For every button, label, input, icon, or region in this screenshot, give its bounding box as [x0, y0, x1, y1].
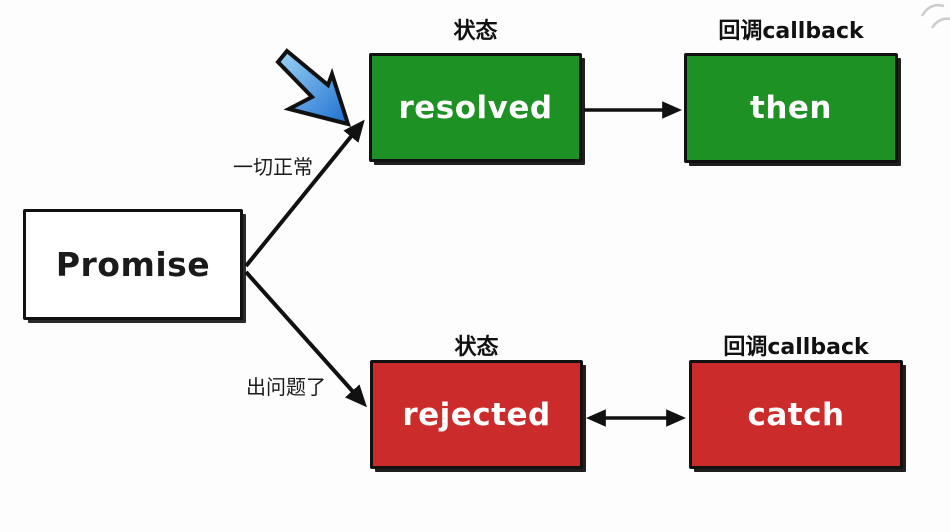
node-resolved: resolved	[369, 53, 582, 162]
node-resolved-label: resolved	[398, 89, 553, 126]
node-rejected: rejected	[370, 360, 583, 469]
header-state-bottom: 状态	[454, 335, 499, 360]
node-catch: catch	[689, 360, 903, 469]
header-callback-top: 回调callback	[718, 19, 864, 44]
node-rejected-label: rejected	[402, 396, 551, 433]
edge-label-failure: 出问题了	[246, 375, 326, 399]
arrow-promise-to-resolved	[244, 119, 365, 268]
node-promise: Promise	[23, 209, 243, 320]
node-promise-label: Promise	[55, 245, 211, 284]
node-then-label: then	[750, 90, 832, 126]
node-then: then	[684, 53, 898, 163]
header-callback-bottom: 回调callback	[723, 335, 869, 360]
cursor-pointer-icon	[275, 48, 352, 127]
header-state-top: 状态	[453, 19, 498, 44]
watermark-fragment	[920, 3, 950, 29]
edge-label-success: 一切正常	[233, 155, 313, 179]
node-catch-label: catch	[747, 396, 845, 433]
